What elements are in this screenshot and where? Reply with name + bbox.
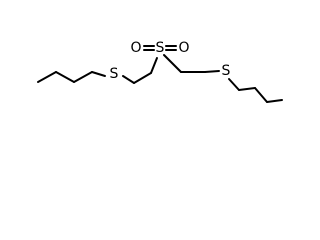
bond-right-s-c9 — [228, 78, 240, 91]
molecule-structure: S S O O S — [37, 40, 283, 103]
bond-left-c6-sulfonyl — [150, 57, 158, 74]
sulfur-center-label: S — [156, 40, 165, 56]
oxygen-left-label: O — [130, 40, 141, 56]
bond-right-c9-c10 — [238, 87, 256, 91]
sulfur-right-label: S — [222, 63, 231, 79]
bond-right-c10-c11 — [254, 87, 268, 103]
bond-sulfonyl-c7 — [163, 54, 182, 73]
bond-left-c4-s — [91, 71, 106, 77]
bond-right-c8-s — [204, 70, 220, 73]
bond-left-c3-c4 — [73, 71, 93, 83]
bond-left-c1-c2 — [37, 71, 57, 83]
oxygen-right-label: O — [178, 40, 189, 56]
bond-left-c2-c3 — [55, 71, 75, 83]
sulfur-left-label: S — [110, 66, 119, 82]
bond-left-c5-c6 — [133, 72, 152, 84]
bond-left-s-c5 — [122, 75, 135, 84]
bond-right-c11-c12 — [266, 99, 283, 103]
